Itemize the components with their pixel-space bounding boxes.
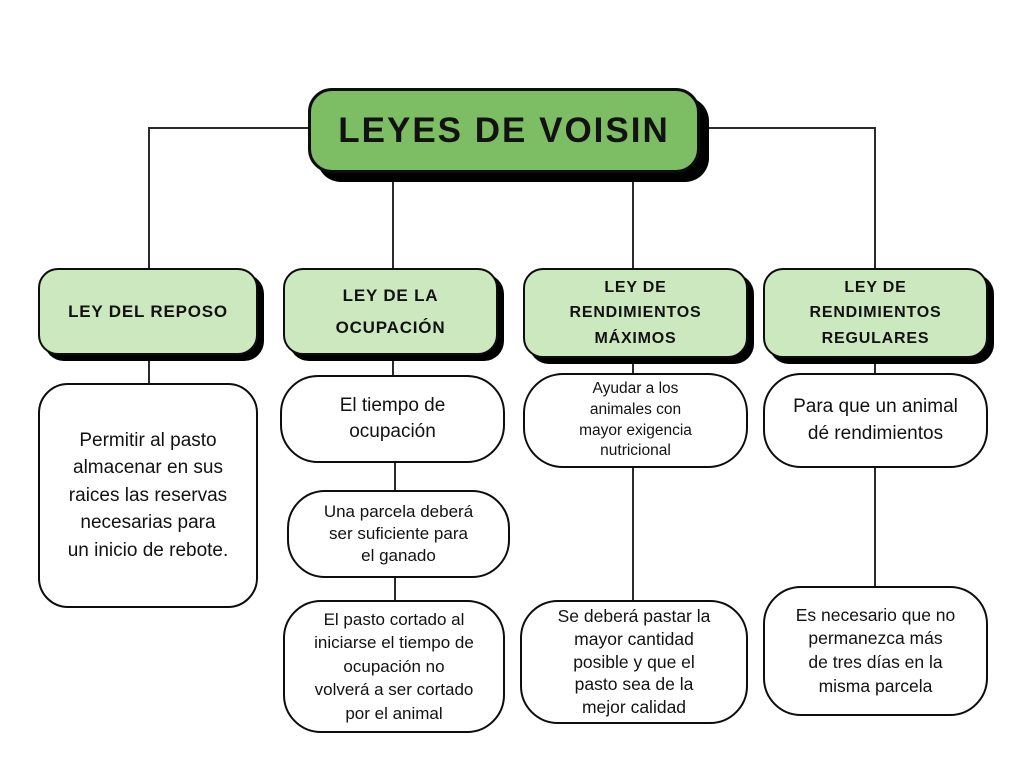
root-node-label: LEYES DE VOISIN [338,110,670,150]
note-box: Permitir al pasto almacenar en sus raice… [38,383,258,608]
note-box: El tiempo de ocupación [280,375,505,463]
connector-line [632,467,634,601]
connector-line [392,354,394,376]
connector-line [394,577,396,601]
note-text: Se deberá pastar la mayor cantidad posib… [557,606,711,718]
note-box: Una parcela deberá ser suficiente para e… [287,490,510,578]
branch-header-ley-de-la-ocupacion: LEY DE LA OCUPACIÓN [283,268,498,355]
branch-header-ley-del-reposo: LEY DEL REPOSO [38,268,258,355]
note-box: El pasto cortado al iniciarse el tiempo … [283,600,505,733]
branch-header-label: LEY DE LA OCUPACIÓN [335,286,446,337]
connector-line [148,127,309,129]
note-text: Permitir al pasto almacenar en sus raice… [67,429,229,561]
connector-line [874,127,876,268]
note-text: Una parcela deberá ser suficiente para e… [323,501,474,566]
branch-header-label: LEY DEL REPOSO [68,301,228,321]
branch-header-ley-de-rendimientos-regulares: LEY DE RENDIMIENTOS REGULARES [763,268,988,358]
connector-line [699,127,876,129]
note-box: Es necesario que no permanezca más de tr… [763,586,988,716]
connector-line [392,172,394,268]
connector-line [632,172,634,268]
connector-line [148,127,150,268]
connector-line [632,357,634,374]
connector-line [148,354,150,384]
note-box: Para que un animal dé rendimientos [763,373,988,468]
note-text: El pasto cortado al iniciarse el tiempo … [314,609,474,723]
branch-header-ley-de-rendimientos-maximos: LEY DE RENDIMIENTOS MÁXIMOS [523,268,748,358]
note-text: El tiempo de ocupación [339,395,446,442]
connector-line [874,357,876,374]
branch-header-label: LEY DE RENDIMIENTOS MÁXIMOS [569,278,702,347]
note-text: Ayudar a los animales con mayor exigenci… [579,379,692,460]
branch-header-label: LEY DE RENDIMIENTOS REGULARES [809,278,942,347]
root-node: LEYES DE VOISIN [308,88,700,173]
note-box: Ayudar a los animales con mayor exigenci… [523,373,748,468]
connector-line [394,462,396,491]
note-box: Se deberá pastar la mayor cantidad posib… [520,600,748,724]
connector-line [874,467,876,587]
note-text: Para que un animal dé rendimientos [793,395,958,444]
note-text: Es necesario que no permanezca más de tr… [795,604,956,696]
